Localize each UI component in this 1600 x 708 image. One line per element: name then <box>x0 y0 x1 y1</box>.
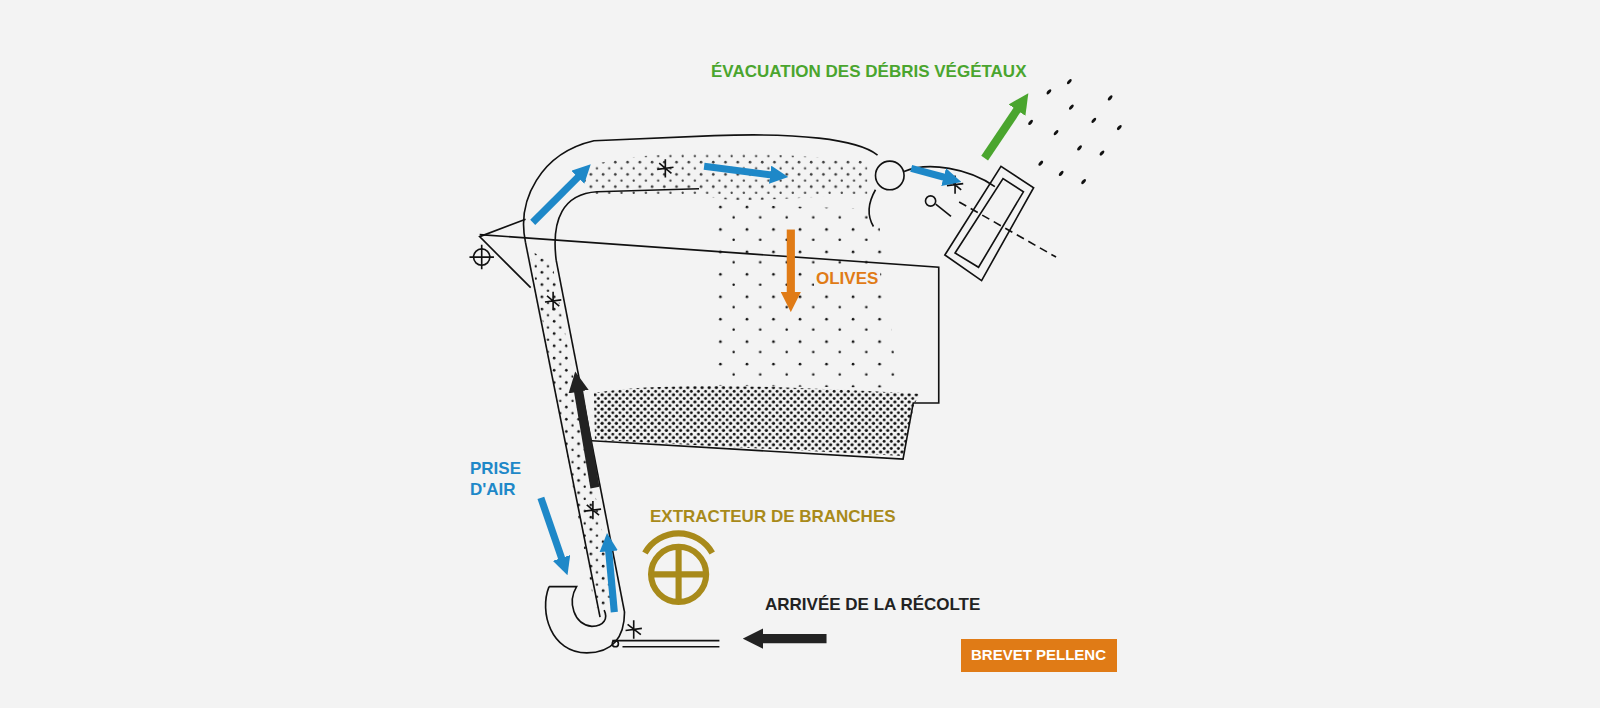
flow-label: ARRIVÉE DE LA RÉCOLTE <box>763 594 982 615</box>
badge-box: BREVET PELLENC <box>961 639 1117 672</box>
flow-label: ÉVACUATION DES DÉBRIS VÉGÉTAUX <box>709 61 1028 82</box>
flow-label: OLIVES <box>814 268 880 289</box>
badge-text: BREVET PELLENC <box>971 646 1117 664</box>
part-label: EXTRACTEUR DE BRANCHES <box>648 506 898 527</box>
flow-label: PRISE D'AIR <box>468 458 534 500</box>
